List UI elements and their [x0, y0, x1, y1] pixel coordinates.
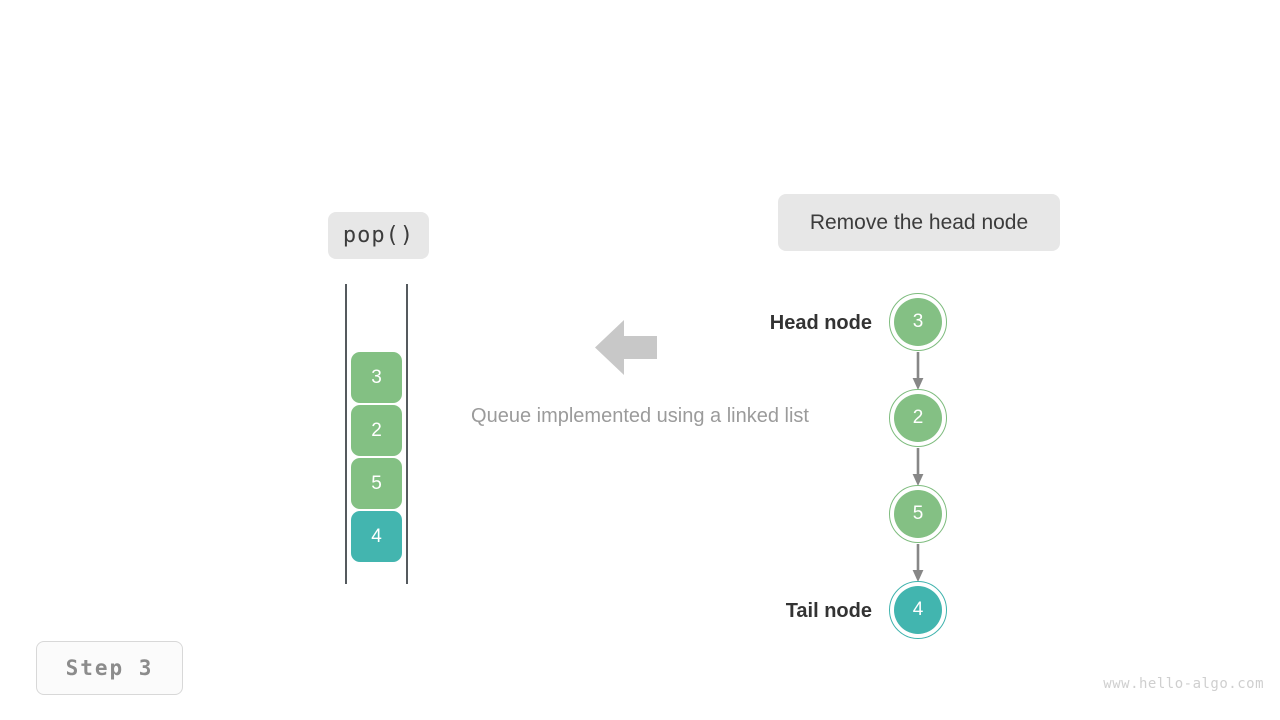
linked-list-node: 2 — [889, 389, 947, 447]
queue-cell: 3 — [351, 352, 402, 403]
queue-rail-right — [406, 284, 408, 584]
head-node-label: Head node — [769, 312, 872, 334]
queue-cell: 4 — [351, 511, 402, 562]
linked-list-node: 5 — [889, 485, 947, 543]
diagram-caption: Queue implemented using a linked list — [471, 405, 809, 427]
linked-list-node-value: 2 — [912, 407, 924, 428]
linked-list-node-disc: 4 — [894, 586, 942, 634]
action-description-chip: Remove the head node — [778, 194, 1060, 251]
linked-list-node-value: 3 — [912, 311, 924, 332]
linked-list-container: 3 Head node 2 5 4 Tail node — [752, 286, 962, 646]
tail-node-label: Tail node — [785, 600, 872, 622]
queue-cell-value: 2 — [371, 419, 382, 441]
step-badge: Step 3 — [36, 641, 183, 695]
queue-cell: 5 — [351, 458, 402, 509]
linked-list-node-value: 5 — [912, 503, 924, 524]
queue-container: 3 2 5 4 — [344, 284, 410, 584]
queue-cell-list: 3 2 5 4 — [351, 284, 403, 584]
linked-list-node-value: 4 — [912, 599, 924, 620]
site-watermark: www.hello-algo.com — [1103, 676, 1264, 692]
link-arrow-icon — [912, 352, 924, 390]
linked-list-node-disc: 3 — [894, 298, 942, 346]
linked-list-node-disc: 2 — [894, 394, 942, 442]
linked-list-node-disc: 5 — [894, 490, 942, 538]
queue-cell: 2 — [351, 405, 402, 456]
arrow-left-icon — [595, 320, 657, 375]
queue-rail-left — [345, 284, 347, 584]
queue-cell-value: 5 — [371, 472, 382, 494]
queue-cell-value: 3 — [371, 366, 382, 388]
link-arrow-icon — [912, 544, 924, 582]
queue-cell-value: 4 — [371, 525, 382, 547]
link-arrow-icon — [912, 448, 924, 486]
linked-list-node: 4 — [889, 581, 947, 639]
operation-chip: pop() — [328, 212, 429, 259]
linked-list-node: 3 — [889, 293, 947, 351]
